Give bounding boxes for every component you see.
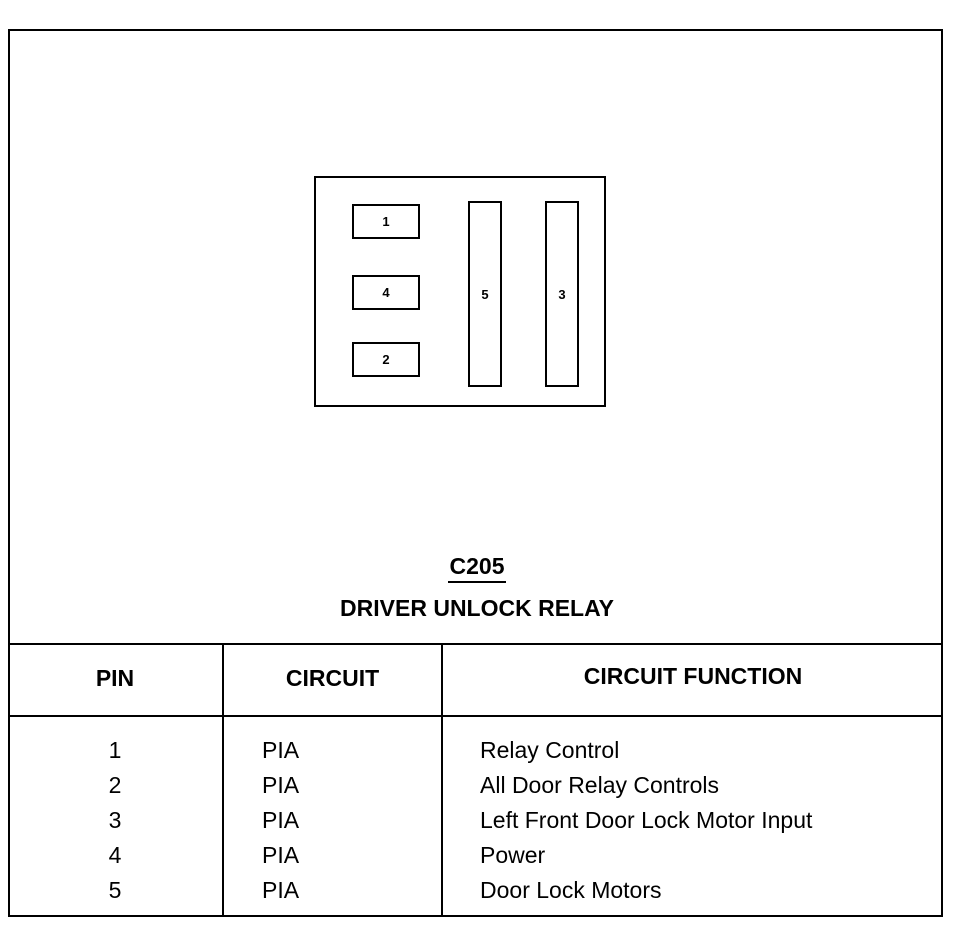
column-header-function: CIRCUIT FUNCTION	[583, 663, 803, 689]
table-row: 4 PIA Power	[0, 838, 954, 873]
pin-label: 5	[481, 286, 489, 302]
pin-cell: 4	[108, 842, 122, 868]
pin-label: 4	[382, 285, 390, 300]
pin-cell: 1	[108, 737, 122, 763]
pin-cavity-4: 4	[352, 275, 420, 310]
table-row: 5 PIA Door Lock Motors	[0, 873, 954, 908]
connector-face: 1 4 2 5 3	[314, 176, 606, 407]
circuit-cell: PIA	[262, 737, 300, 763]
table-top-divider	[8, 643, 943, 645]
table-column-divider	[222, 643, 224, 917]
circuit-cell: PIA	[262, 807, 300, 833]
pin-cavity-2: 2	[352, 342, 420, 377]
connector-id: C205	[0, 553, 954, 583]
column-header-circuit: CIRCUIT	[285, 665, 380, 691]
table-row: 3 PIA Left Front Door Lock Motor Input	[0, 803, 954, 838]
pin-table-body: 1 PIA Relay Control 2 PIA All Door Relay…	[0, 733, 954, 908]
pin-cavity-1: 1	[352, 204, 420, 239]
pin-label: 3	[558, 286, 566, 302]
function-cell: Relay Control	[480, 737, 620, 763]
pin-cell: 5	[108, 877, 122, 903]
function-cell: Door Lock Motors	[480, 877, 662, 903]
pin-cell: 2	[108, 772, 122, 798]
pin-cavity-5: 5	[468, 201, 502, 387]
table-row: 1 PIA Relay Control	[0, 733, 954, 768]
function-cell: All Door Relay Controls	[480, 772, 720, 798]
pin-label: 2	[382, 352, 390, 367]
connector-name: DRIVER UNLOCK RELAY	[340, 595, 614, 621]
pin-cavity-3: 3	[545, 201, 579, 387]
pin-label: 1	[382, 214, 390, 229]
function-cell: Left Front Door Lock Motor Input	[480, 807, 813, 833]
column-header-pin: PIN	[95, 665, 135, 691]
diagram-frame	[8, 29, 943, 917]
connector-id-text: C205	[447, 553, 507, 583]
circuit-cell: PIA	[262, 842, 300, 868]
table-header-divider	[8, 715, 943, 717]
table-row: 2 PIA All Door Relay Controls	[0, 768, 954, 803]
table-column-divider	[441, 643, 443, 917]
function-cell: Power	[480, 842, 546, 868]
circuit-cell: PIA	[262, 877, 300, 903]
pin-cell: 3	[108, 807, 122, 833]
circuit-cell: PIA	[262, 772, 300, 798]
